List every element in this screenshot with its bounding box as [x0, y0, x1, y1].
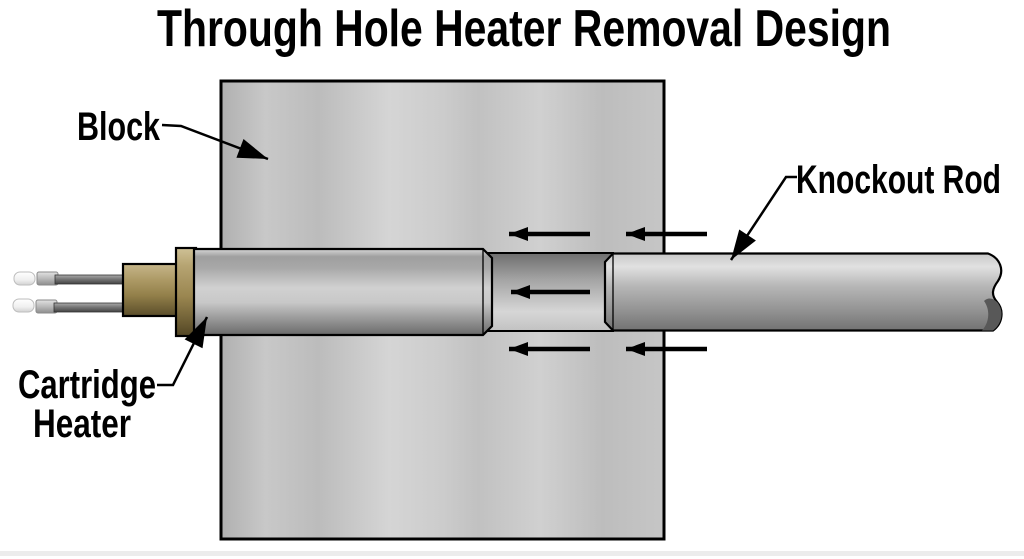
wire-tip-upper [13, 271, 36, 286]
brass-end-cap [121, 262, 180, 318]
lead-wire-upper [13, 271, 128, 286]
knockout-rod-label: Knockout Rod [796, 158, 1001, 202]
cartridge-heater-label-line2: Heater [33, 402, 131, 446]
wire-tip-lower [12, 298, 35, 313]
wire-upper [54, 274, 128, 285]
wire-lower [53, 302, 128, 313]
diagram-title: Through Hole Heater Removal Design [157, 0, 891, 58]
cartridge-heater-label-line1: Cartridge [18, 363, 156, 407]
knockout-rod-pointer-line [729, 175, 797, 261]
knockout-rod-shape [603, 252, 1003, 332]
callout-leaders [157, 123, 797, 387]
cartridge-heater-pointer-line [157, 316, 209, 387]
knockout-rod-group [603, 252, 1003, 332]
block-label: Block [77, 105, 161, 149]
bottom-shadow-band [0, 551, 1024, 556]
cartridge-heater-group [12, 246, 494, 338]
push-arrows-group [509, 227, 707, 356]
heater-body [192, 247, 494, 337]
block-pointer-line [161, 123, 269, 161]
rod-break-shadow [982, 298, 1002, 331]
